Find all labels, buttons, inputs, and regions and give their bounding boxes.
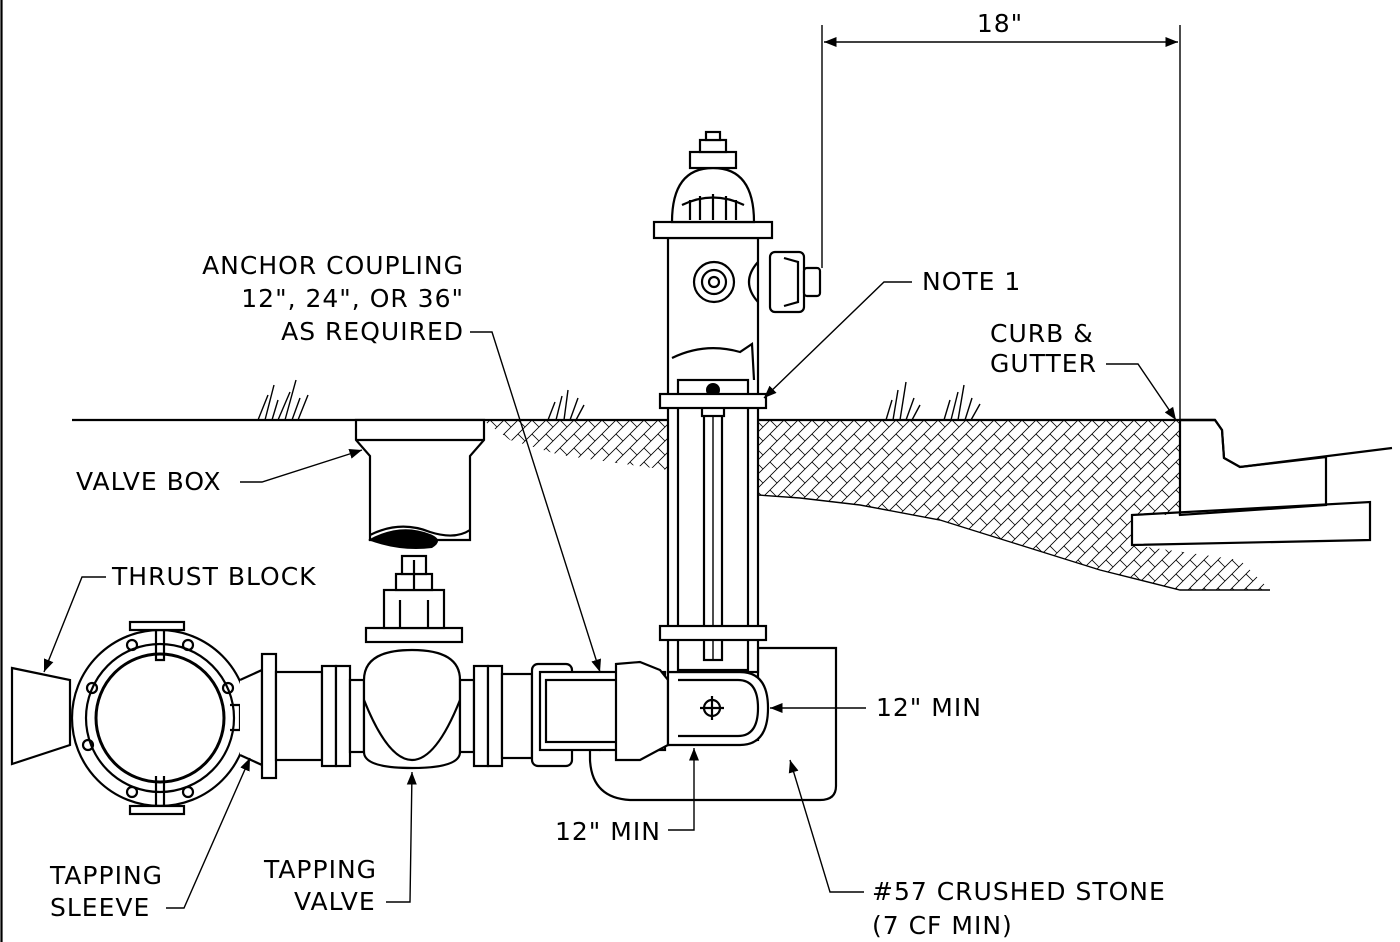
- anchor-coupling: [530, 660, 670, 768]
- curb-leader: [1106, 363, 1177, 421]
- curb-gutter: [1178, 418, 1328, 517]
- anchor-label-2: 12", 24", OR 36": [241, 284, 464, 313]
- tapping-sleeve-label-1: TAPPING: [49, 861, 163, 890]
- note-1-leader: [763, 281, 912, 399]
- crushed-stone-bed: [588, 646, 838, 802]
- curb-base-slab: [1130, 500, 1372, 547]
- stone-label-2: (7 CF MIN): [872, 911, 1013, 940]
- curb-label-1: CURB &: [990, 319, 1094, 348]
- min-bottom-label: 12" MIN: [555, 817, 661, 846]
- stone-leader: [788, 759, 864, 893]
- dim-18-label: 18": [977, 9, 1023, 38]
- tapping-valve-label-2: VALVE: [294, 887, 376, 916]
- fire-hydrant: [652, 130, 822, 674]
- curb-label-2: GUTTER: [990, 349, 1097, 378]
- tapping-sleeve-leader: [166, 757, 251, 909]
- anchor-leader: [470, 331, 601, 673]
- valve-box-leader: [240, 449, 363, 483]
- note-1-label: NOTE 1: [922, 267, 1021, 296]
- anchor-label-3: AS REQUIRED: [281, 317, 464, 346]
- min-bottom-leader: [668, 748, 700, 831]
- grass-tufts: [257, 379, 981, 421]
- curb-top-line: [1180, 418, 1393, 469]
- thrust-block: [10, 666, 72, 766]
- soil-hatch-right: [758, 421, 1270, 590]
- stone-label-1: #57 CRUSHED STONE: [872, 877, 1166, 906]
- tapping-valve-label-1: TAPPING: [263, 855, 377, 884]
- min-right-label: 12" MIN: [876, 693, 982, 722]
- tapping-sleeve: [70, 620, 264, 816]
- tapping-valve-leader: [386, 771, 417, 903]
- soil-edge: [757, 494, 1270, 591]
- soil-hatch-left: [484, 421, 668, 470]
- anchor-label-1: ANCHOR COUPLING: [202, 251, 464, 280]
- thrust-block-leader: [43, 576, 106, 673]
- thrust-block-label: THRUST BLOCK: [111, 562, 317, 591]
- valve-box-label: VALVE BOX: [76, 467, 222, 496]
- tapping-sleeve-label-2: SLEEVE: [50, 893, 150, 922]
- valve-box-cut: [368, 529, 439, 549]
- tapping-valve: [260, 554, 534, 780]
- valve-box: [354, 418, 486, 542]
